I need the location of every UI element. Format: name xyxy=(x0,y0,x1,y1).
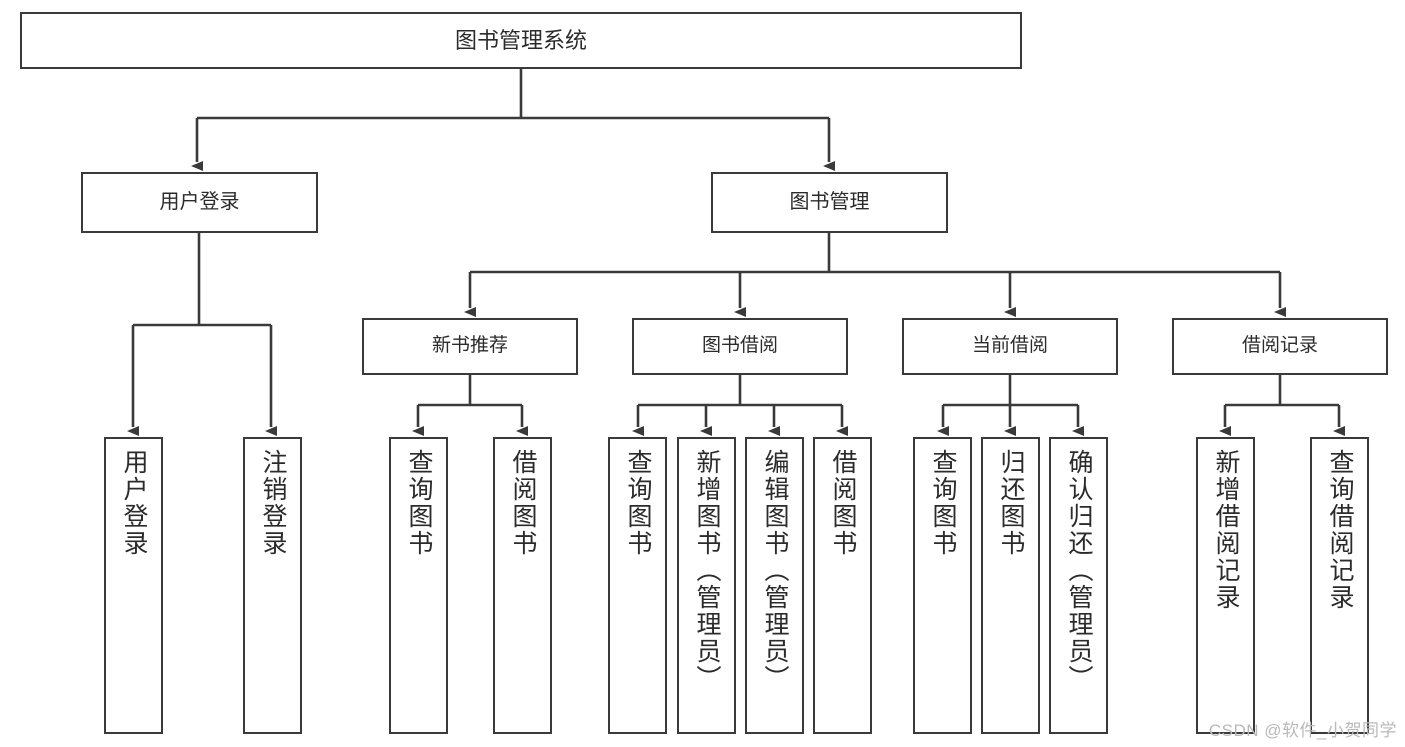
node-leaf-confirm-return[interactable]: 确认归还（管理员） xyxy=(1049,437,1108,734)
node-leaf-return-book-label: 归还图书 xyxy=(997,449,1025,557)
node-leaf-borrow-book-2[interactable]: 借阅图书 xyxy=(813,437,872,734)
node-book-manage-label: 图书管理 xyxy=(789,190,870,213)
node-new-book-recommend-label: 新书推荐 xyxy=(431,335,508,357)
node-leaf-edit-book-label: 编辑图书（管理员） xyxy=(761,449,789,692)
node-leaf-borrow-book-1-label: 借阅图书 xyxy=(509,449,537,557)
watermark: CSDN @软件_小贺同学 xyxy=(1208,721,1397,740)
node-leaf-add-record-label: 新增借阅记录 xyxy=(1212,449,1240,611)
node-leaf-user-logout-label: 注销登录 xyxy=(259,449,287,557)
node-leaf-query-book-3-label: 查询图书 xyxy=(929,449,957,557)
node-user-login[interactable]: 用户登录 xyxy=(81,172,318,233)
node-leaf-edit-book[interactable]: 编辑图书（管理员） xyxy=(745,437,804,734)
node-book-manage[interactable]: 图书管理 xyxy=(711,172,948,233)
node-leaf-query-book-3[interactable]: 查询图书 xyxy=(913,437,972,734)
node-new-book-recommend[interactable]: 新书推荐 xyxy=(362,318,578,375)
node-leaf-borrow-book-2-label: 借阅图书 xyxy=(829,449,857,557)
node-leaf-user-login-label: 用户登录 xyxy=(120,449,148,557)
node-leaf-query-book-2-label: 查询图书 xyxy=(624,449,652,557)
node-leaf-query-book-1-label: 查询图书 xyxy=(405,449,433,557)
node-book-borrow-label: 图书借阅 xyxy=(701,335,778,357)
node-leaf-confirm-return-label: 确认归还（管理员） xyxy=(1065,449,1093,692)
node-leaf-add-book-label: 新增图书（管理员） xyxy=(693,449,721,692)
node-leaf-return-book[interactable]: 归还图书 xyxy=(981,437,1040,734)
node-leaf-query-book-1[interactable]: 查询图书 xyxy=(389,437,448,734)
node-root[interactable]: 图书管理系统 xyxy=(20,12,1022,69)
node-book-borrow[interactable]: 图书借阅 xyxy=(632,318,848,375)
node-leaf-query-book-2[interactable]: 查询图书 xyxy=(608,437,667,734)
node-borrow-record-label: 借阅记录 xyxy=(1241,335,1318,357)
node-current-borrow[interactable]: 当前借阅 xyxy=(902,318,1118,375)
node-root-label: 图书管理系统 xyxy=(454,27,587,53)
node-leaf-borrow-book-1[interactable]: 借阅图书 xyxy=(493,437,552,734)
node-leaf-query-record[interactable]: 查询借阅记录 xyxy=(1310,437,1369,734)
node-leaf-add-book[interactable]: 新增图书（管理员） xyxy=(677,437,736,734)
node-leaf-query-record-label: 查询借阅记录 xyxy=(1326,449,1354,611)
node-borrow-record[interactable]: 借阅记录 xyxy=(1172,318,1388,375)
node-current-borrow-label: 当前借阅 xyxy=(971,335,1048,357)
node-user-login-label: 用户登录 xyxy=(159,190,240,213)
node-leaf-user-login[interactable]: 用户登录 xyxy=(104,437,163,734)
node-leaf-add-record[interactable]: 新增借阅记录 xyxy=(1196,437,1255,734)
node-leaf-user-logout[interactable]: 注销登录 xyxy=(243,437,302,734)
